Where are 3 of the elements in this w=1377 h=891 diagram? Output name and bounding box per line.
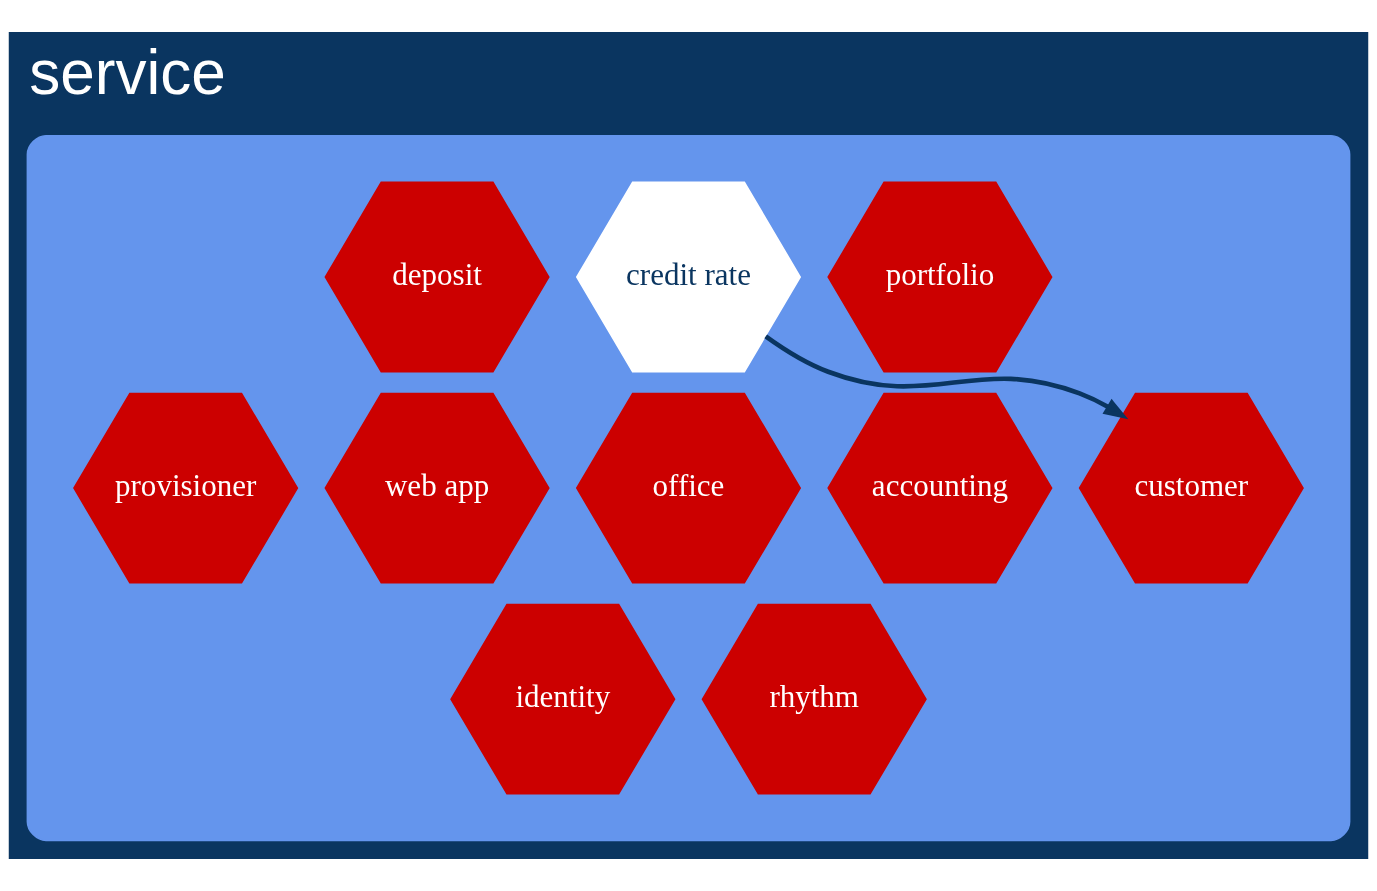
- arrow: [764, 334, 1129, 420]
- diagram-title: service: [29, 38, 226, 108]
- cluster: [26, 135, 1351, 842]
